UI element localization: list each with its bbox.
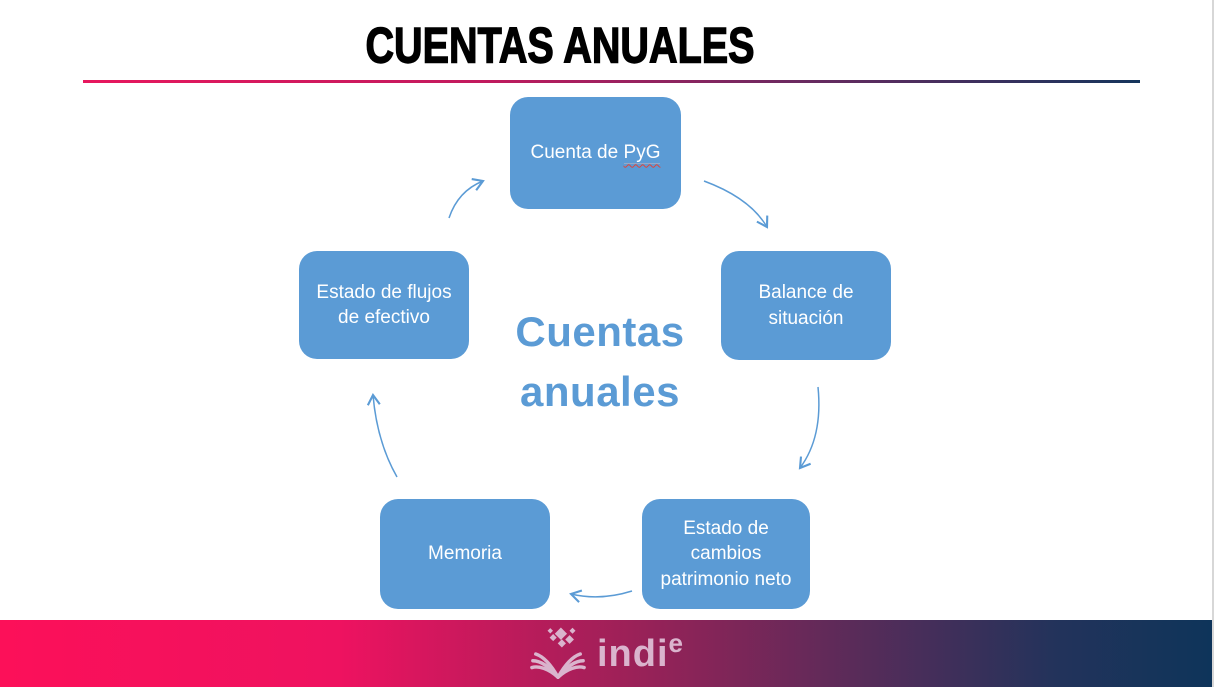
node-label-line: Balance de bbox=[758, 282, 854, 304]
node-label-highlight: PyG bbox=[623, 142, 661, 165]
arrow-pyg-to-balance bbox=[703, 180, 769, 229]
node-label-line: patrimonio neto bbox=[660, 568, 792, 590]
diagram-node-memoria: Memoria bbox=[380, 499, 550, 609]
title-divider bbox=[83, 80, 1140, 83]
center-label-line: Cuentas bbox=[515, 308, 685, 355]
arrow-memoria-to-flujos bbox=[366, 393, 398, 478]
diagram-node-estado-cambios: Estado de cambios patrimonio neto bbox=[642, 499, 810, 609]
arrow-balance-to-cambios bbox=[798, 386, 820, 470]
brand-name: indi bbox=[596, 632, 669, 675]
node-label-line: situación bbox=[768, 307, 844, 329]
diagram-center-label: Cuentas anuales bbox=[440, 302, 760, 421]
node-label: Cuenta de bbox=[530, 142, 619, 164]
open-book-icon bbox=[530, 627, 586, 679]
slide-header: CUENTAS ANUALES bbox=[0, 16, 1120, 74]
node-label-line: cambios bbox=[690, 543, 762, 565]
node-label-line: Estado de bbox=[683, 518, 769, 540]
arrow-cambios-to-memoria bbox=[569, 589, 633, 603]
brand-superscript: e bbox=[668, 627, 683, 658]
center-label-line: anuales bbox=[520, 367, 680, 415]
page-title: CUENTAS ANUALES bbox=[365, 16, 755, 74]
node-label-line: Estado de flujos bbox=[316, 281, 452, 303]
diagram-node-balance-situacion: Balance de situación bbox=[721, 251, 891, 360]
arrow-flujos-to-pyg bbox=[448, 178, 485, 219]
slide-right-border bbox=[1212, 0, 1214, 687]
diagram-node-estado-flujos: Estado de flujos de efectivo bbox=[299, 251, 469, 359]
node-label-line: Memoria bbox=[428, 543, 502, 565]
node-label-line: de efectivo bbox=[338, 307, 430, 328]
